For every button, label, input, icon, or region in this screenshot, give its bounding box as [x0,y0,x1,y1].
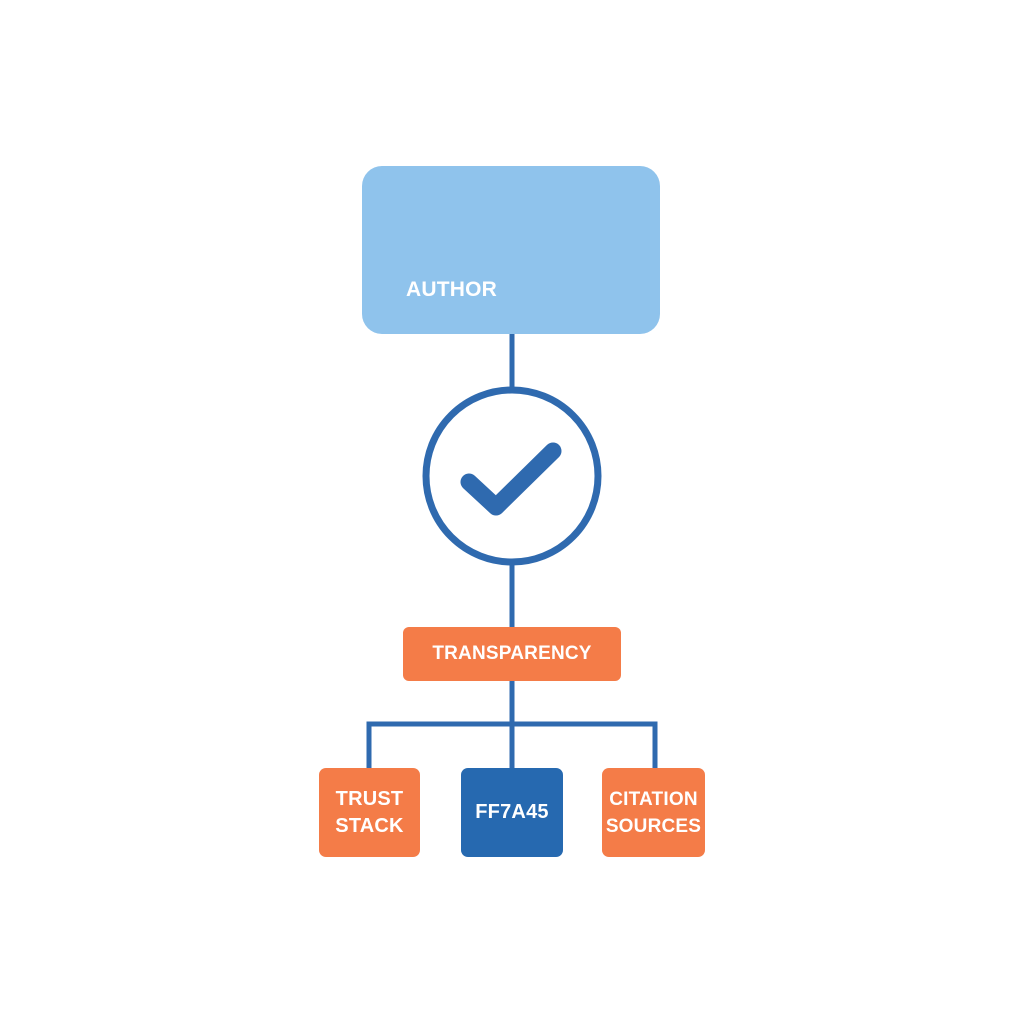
check-circle-ring [422,386,602,566]
ff7a45-node: FF7A45 [461,768,563,857]
checkmark [460,442,562,516]
trust-stack-node: TRUST STACK [319,768,420,857]
check-circle-icon [422,386,602,566]
citation-sources-node: CITATION SOURCES [602,768,705,857]
transparency-node: TRANSPARENCY [403,627,621,681]
author-label: AUTHOR [406,278,498,301]
author-node: AUTHOR [362,166,660,334]
connector-branch-left [366,721,658,768]
